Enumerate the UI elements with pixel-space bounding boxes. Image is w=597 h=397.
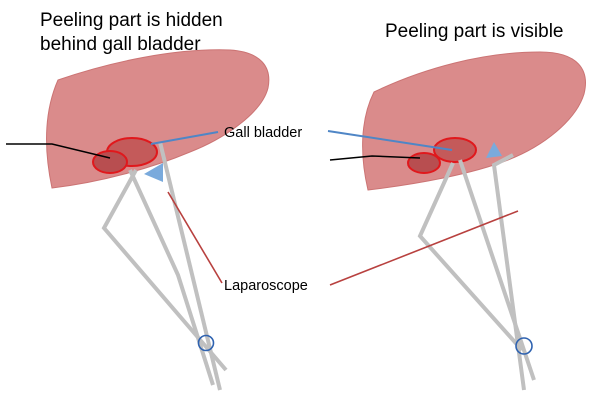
left-panel-title-line1: Peeling part is hidden bbox=[40, 10, 223, 31]
right-panel-title: Peeling part is visible bbox=[385, 21, 563, 42]
gall-bladder bbox=[434, 138, 476, 162]
right-panel: Peeling part is visible bbox=[328, 21, 585, 390]
gall-bladder-label: Gall bladder bbox=[224, 125, 302, 141]
peeling-part bbox=[408, 153, 440, 173]
forceps-shaft-right bbox=[130, 170, 213, 385]
left-panel: Peeling part is hidden behind gall bladd… bbox=[6, 10, 269, 390]
peeling-part bbox=[93, 151, 127, 173]
liver-shape bbox=[363, 52, 586, 190]
laparoscope-label: Laparoscope bbox=[224, 278, 308, 294]
